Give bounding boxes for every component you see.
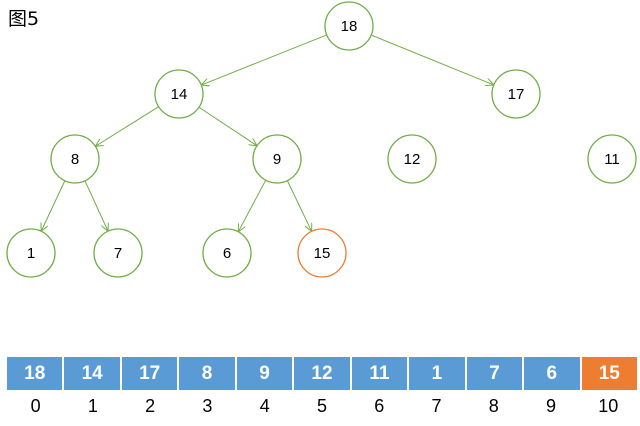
tree-node-value: 18 (341, 18, 358, 35)
array-cell-6: 11 (351, 357, 410, 390)
tree-node-circle (93, 228, 143, 278)
array-cell-3: 8 (179, 357, 237, 390)
tree-node-4: 9 (252, 134, 302, 184)
tree-node-1: 14 (154, 69, 204, 119)
tree-node-9: 6 (202, 228, 252, 278)
tree-node-circle (324, 1, 374, 51)
tree-node-0: 18 (324, 1, 374, 51)
tree-node-6: 11 (587, 134, 637, 184)
tree-node-circle (387, 134, 437, 184)
array-index-7: 7 (431, 396, 442, 416)
array-cell-0: 18 (7, 357, 65, 390)
array-index-2: 2 (145, 396, 156, 416)
tree-edge-1-3 (96, 106, 159, 146)
tree-node-circle (491, 69, 541, 119)
tree-node-7: 1 (6, 228, 56, 278)
tree-node-8: 7 (93, 228, 143, 278)
array-cell-7: 1 (409, 357, 467, 390)
array-cell-10: 15 (581, 357, 637, 390)
array-cell-2: 17 (121, 357, 180, 390)
array-index-6: 6 (374, 396, 385, 416)
array-index-5: 5 (316, 396, 327, 416)
tree-node-circle (587, 134, 637, 184)
array-index-row: 0 1 2 3 4 5 6 7 8 9 10 (7, 396, 637, 422)
array-index-0: 0 (30, 396, 41, 416)
tree-edge-1-4 (198, 106, 256, 145)
figure-label: 图5 (8, 8, 40, 30)
tree-node-circle (252, 134, 302, 184)
array-cell-5: 12 (294, 357, 352, 390)
array-cell-1: 14 (64, 357, 122, 390)
tree-edge-0-1 (202, 34, 327, 85)
tree-node-5: 12 (387, 134, 437, 184)
tree-edge-4-10 (286, 180, 311, 231)
array-index-8: 8 (488, 396, 499, 416)
tree-node-value: 14 (171, 86, 188, 103)
tree-node-3: 8 (50, 134, 100, 184)
tree-node-value: 17 (508, 86, 525, 103)
array-index-1: 1 (87, 396, 98, 416)
array-index-3: 3 (202, 396, 213, 416)
tree-node-value: 8 (71, 151, 79, 168)
tree-node-2: 17 (491, 69, 541, 119)
array-cell-9: 6 (524, 357, 582, 390)
tree-node-value: 1 (27, 245, 35, 262)
tree-node-value: 9 (273, 151, 281, 168)
array-cell-4: 9 (236, 357, 295, 390)
tree-node-value: 12 (404, 151, 421, 168)
tree-node-circle (50, 134, 100, 184)
array-index-10: 10 (598, 396, 619, 416)
tree-edge-3-8 (84, 180, 108, 230)
array-cell-8: 7 (466, 357, 525, 390)
tree-node-circle (154, 69, 204, 119)
tree-node-circle (202, 228, 252, 278)
tree-node-value: 15 (314, 245, 331, 262)
tree-node-10: 15 (297, 228, 347, 278)
tree-node-circle (6, 228, 56, 278)
tree-node-value: 6 (223, 245, 231, 262)
tree-node-value: 7 (114, 245, 122, 262)
array-index-4: 4 (259, 396, 270, 416)
tree-edge-3-7 (42, 180, 66, 231)
tree-node-value: 11 (604, 151, 620, 168)
tree-edge-0-2 (371, 34, 493, 85)
array-index-9: 9 (546, 396, 557, 416)
tree-edge-4-9 (239, 179, 267, 231)
tree-node-circle (297, 228, 347, 278)
